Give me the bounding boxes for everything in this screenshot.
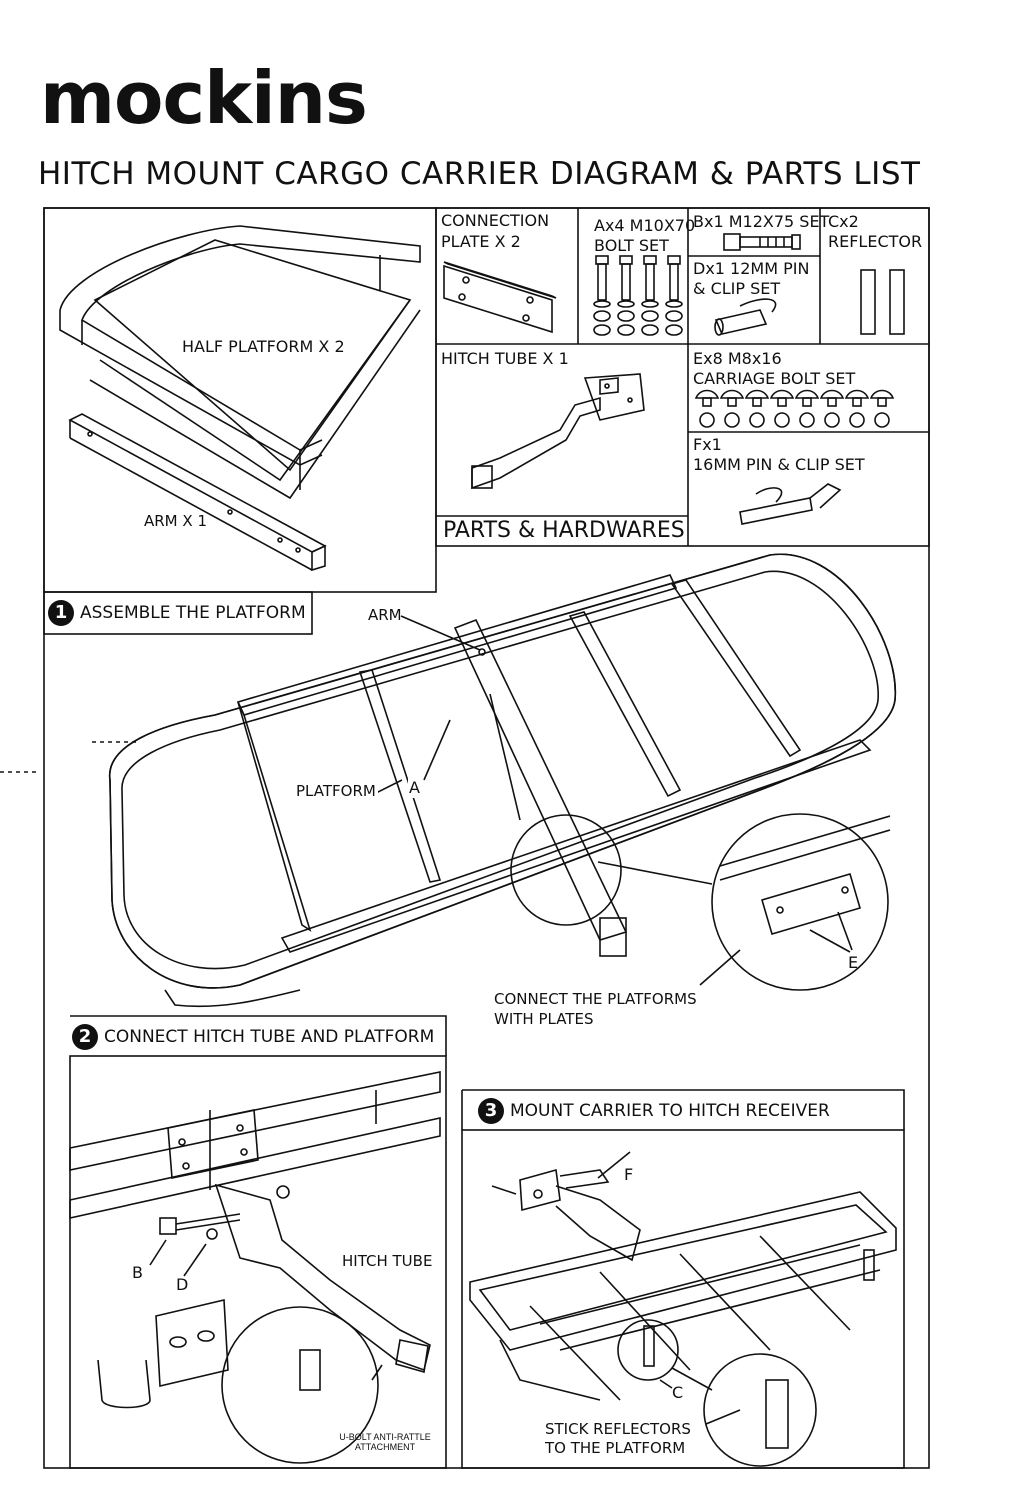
bolt-b-illustration <box>723 233 801 251</box>
carriage-bolt-e-label-1: Ex8 M8x16 <box>693 349 782 368</box>
step3-frame <box>461 1129 905 1469</box>
step1-number: 1 <box>48 600 74 626</box>
step3-number: 3 <box>478 1098 504 1124</box>
step1-box <box>43 591 313 635</box>
hitch-tube-part-label: HITCH TUBE X 1 <box>441 349 569 368</box>
pin-d-label-2: & CLIP SET <box>693 279 781 298</box>
step2-number: 2 <box>72 1024 98 1050</box>
hitch-tube-callout: HITCH TUBE <box>342 1252 433 1270</box>
brand-logo: mockins <box>40 56 368 140</box>
bolt-set-a-illustration <box>593 255 683 336</box>
connection-plate-label-1: CONNECTION <box>441 211 550 230</box>
hitch-tube-illustration <box>471 373 645 490</box>
arm-part-label: ARM X 1 <box>144 512 207 530</box>
half-platform-label: HALF PLATFORM X 2 <box>180 336 347 357</box>
f-callout: F <box>624 1165 634 1184</box>
bolt-set-a-label-2: BOLT SET <box>594 236 669 255</box>
bolt-b-label: Bx1 M12X75 SET <box>693 212 830 231</box>
step1-platform-illustration <box>0 553 896 1008</box>
a-callout: A <box>408 777 421 798</box>
parts-grid <box>435 207 930 547</box>
pin-d-illustration <box>714 298 777 336</box>
carriage-bolts-e-illustration <box>694 389 894 428</box>
pin-f-illustration <box>739 483 842 525</box>
half-platform-cell <box>43 207 437 593</box>
step2-title-text: CONNECT HITCH TUBE AND PLATFORM <box>104 1027 435 1047</box>
step3-caption-1: STICK REFLECTORS <box>545 1420 691 1438</box>
pin-f-label-2: 16MM PIN & CLIP SET <box>693 455 865 474</box>
reflector-c-label-1: Cx2 <box>828 212 859 231</box>
connection-plate-label-2: PLATE X 2 <box>441 232 521 251</box>
connection-plate-illustration <box>443 261 557 334</box>
d-callout: D <box>176 1275 189 1294</box>
half-platform-illustration <box>59 225 421 572</box>
ubolt-caption-2: ATTACHMENT <box>354 1442 416 1452</box>
step2-illustration <box>69 1071 441 1464</box>
reflectors-c-illustration <box>860 269 905 335</box>
step3-title: 3 MOUNT CARRIER TO HITCH RECEIVER <box>478 1098 830 1124</box>
step1-title-text: ASSEMBLE THE PLATFORM <box>80 603 306 623</box>
bolt-set-a-label-1: Ax4 M10X70 <box>594 216 696 235</box>
step3-illustration <box>469 1151 897 1467</box>
pin-f-label-1: Fx1 <box>693 435 722 454</box>
step2-frame <box>69 1055 447 1469</box>
e-callout: E <box>848 953 859 972</box>
arm-callout: ARM <box>368 606 402 624</box>
carriage-bolt-e-label-2: CARRIAGE BOLT SET <box>693 369 856 388</box>
step1-caption-2: WITH PLATES <box>494 1010 594 1028</box>
c-callout: C <box>672 1383 684 1402</box>
parts-header: PARTS & HARDWARES <box>443 518 685 543</box>
step3-caption-2: TO THE PLATFORM <box>545 1439 686 1457</box>
step2-title: 2 CONNECT HITCH TUBE AND PLATFORM <box>72 1024 434 1050</box>
platform-callout: PLATFORM <box>294 782 378 801</box>
reflector-c-label-2: REFLECTOR <box>828 232 923 251</box>
page-title: HITCH MOUNT CARGO CARRIER DIAGRAM & PART… <box>38 156 921 192</box>
step1-caption-1: CONNECT THE PLATFORMS <box>494 990 697 1008</box>
step1-title: 1 ASSEMBLE THE PLATFORM <box>48 600 306 626</box>
step3-title-text: MOUNT CARRIER TO HITCH RECEIVER <box>510 1101 830 1121</box>
pin-d-label-1: Dx1 12MM PIN <box>693 259 810 278</box>
ubolt-caption-1: U-BOLT ANTI-RATTLE <box>339 1432 431 1442</box>
b-callout: B <box>132 1263 143 1282</box>
